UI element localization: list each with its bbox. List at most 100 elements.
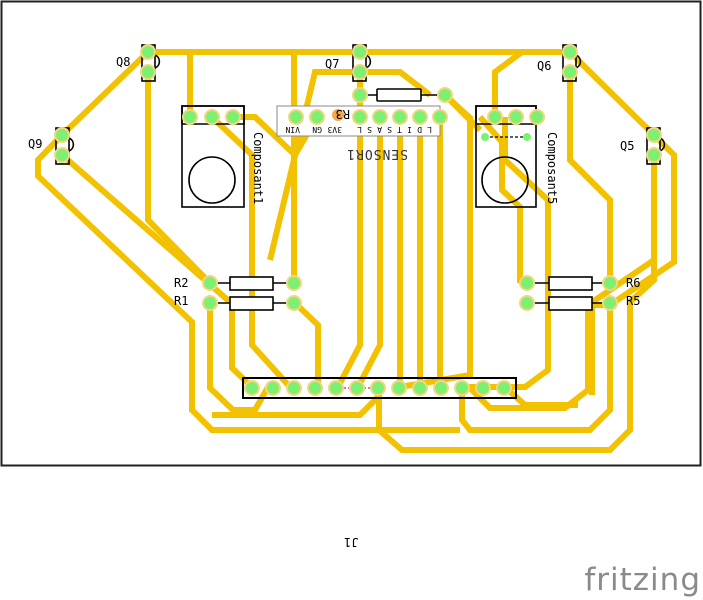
pad[interactable] — [648, 129, 660, 141]
pad[interactable] — [330, 382, 342, 394]
trace — [355, 117, 383, 389]
pad[interactable] — [414, 382, 426, 394]
trace — [442, 92, 483, 133]
pad[interactable] — [246, 382, 258, 394]
pad[interactable] — [648, 149, 660, 161]
pin-label: A — [377, 125, 382, 134]
pad[interactable] — [311, 111, 323, 123]
pad[interactable] — [439, 89, 451, 101]
pad[interactable] — [489, 111, 501, 123]
pad[interactable] — [142, 46, 154, 58]
pin-label: D — [417, 125, 422, 134]
pin-label: GN — [312, 125, 322, 134]
q9-label: Q9 — [28, 137, 42, 151]
r6-label: R6 — [626, 276, 640, 290]
pad[interactable] — [288, 382, 300, 394]
trace — [492, 49, 524, 117]
pad[interactable] — [184, 111, 196, 123]
pin-label: I — [407, 125, 412, 134]
trace — [462, 117, 551, 390]
pad[interactable] — [604, 277, 616, 289]
traces — [35, 49, 677, 453]
pad[interactable] — [456, 382, 468, 394]
r5-label: R5 — [626, 294, 640, 308]
pin-label: L — [427, 125, 432, 134]
trace — [477, 115, 523, 283]
pad[interactable] — [435, 382, 447, 394]
r1-label: R1 — [174, 294, 188, 308]
pad[interactable] — [204, 277, 216, 289]
trace — [209, 114, 293, 390]
pad[interactable] — [498, 382, 510, 394]
pad[interactable] — [510, 111, 522, 123]
pad[interactable] — [354, 111, 366, 123]
pad[interactable] — [354, 46, 366, 58]
pin-label: S — [367, 125, 372, 134]
pad[interactable] — [521, 277, 533, 289]
pad[interactable] — [414, 111, 426, 123]
pad[interactable] — [564, 46, 576, 58]
pad[interactable] — [434, 111, 446, 123]
pad[interactable] — [354, 89, 366, 101]
trace — [567, 72, 613, 283]
resistor-r1[interactable]: R1 — [174, 294, 294, 311]
trace — [502, 384, 578, 408]
transistor-q6[interactable]: Q6 — [537, 44, 582, 82]
pin-label: 3V3 — [327, 125, 342, 134]
pad[interactable] — [204, 297, 216, 309]
trace — [459, 302, 613, 433]
pad[interactable] — [142, 66, 154, 78]
pad[interactable] — [267, 382, 279, 394]
pad[interactable] — [477, 382, 489, 394]
pad[interactable] — [393, 382, 405, 394]
trace — [376, 155, 657, 453]
pin-label: S — [387, 125, 392, 134]
q5-label: Q5 — [620, 139, 634, 153]
r2-label: R2 — [174, 276, 188, 290]
composant1-module[interactable]: Composant1 — [181, 105, 265, 208]
pad[interactable] — [354, 66, 366, 78]
trace — [335, 117, 363, 389]
pad[interactable] — [374, 111, 386, 123]
pad[interactable] — [372, 382, 384, 394]
trace — [212, 392, 383, 418]
pad[interactable] — [521, 297, 533, 309]
resistor-r2[interactable]: R2 — [174, 276, 294, 291]
q7-label: Q7 — [325, 57, 339, 71]
pad[interactable] — [564, 66, 576, 78]
trace — [267, 69, 360, 261]
pad[interactable] — [290, 111, 302, 123]
pad[interactable] — [206, 111, 218, 123]
sensor-pin-labels: VIN GN 3V3 L S A S T I D L — [285, 125, 432, 134]
trace — [467, 155, 657, 411]
pad[interactable] — [288, 297, 300, 309]
pads — [54, 44, 662, 396]
r3-label: R3 — [336, 107, 350, 121]
pad[interactable] — [309, 382, 321, 394]
trace — [291, 299, 321, 387]
composant5-label: Composant5 — [545, 132, 559, 204]
trace — [207, 302, 271, 413]
pad[interactable] — [288, 277, 300, 289]
trace — [35, 132, 460, 433]
pad[interactable] — [351, 382, 363, 394]
header-j1[interactable] — [242, 377, 517, 399]
resistor-r5[interactable]: R5 — [527, 294, 640, 311]
pad[interactable] — [56, 129, 68, 141]
pad[interactable] — [394, 111, 406, 123]
pin-label: L — [357, 125, 362, 134]
resistor-r6[interactable]: R6 — [527, 276, 640, 291]
resistor-r3[interactable]: R3 — [332, 88, 445, 121]
trace — [229, 305, 255, 390]
pad[interactable] — [227, 111, 239, 123]
pad[interactable] — [604, 297, 616, 309]
pin-label: VIN — [285, 125, 300, 134]
pad — [332, 109, 344, 121]
pad[interactable] — [56, 149, 68, 161]
trace — [145, 72, 213, 286]
q8-label: Q8 — [116, 55, 130, 69]
q6-label: Q6 — [537, 59, 551, 73]
pin-label: T — [397, 125, 402, 134]
pad[interactable] — [531, 111, 543, 123]
